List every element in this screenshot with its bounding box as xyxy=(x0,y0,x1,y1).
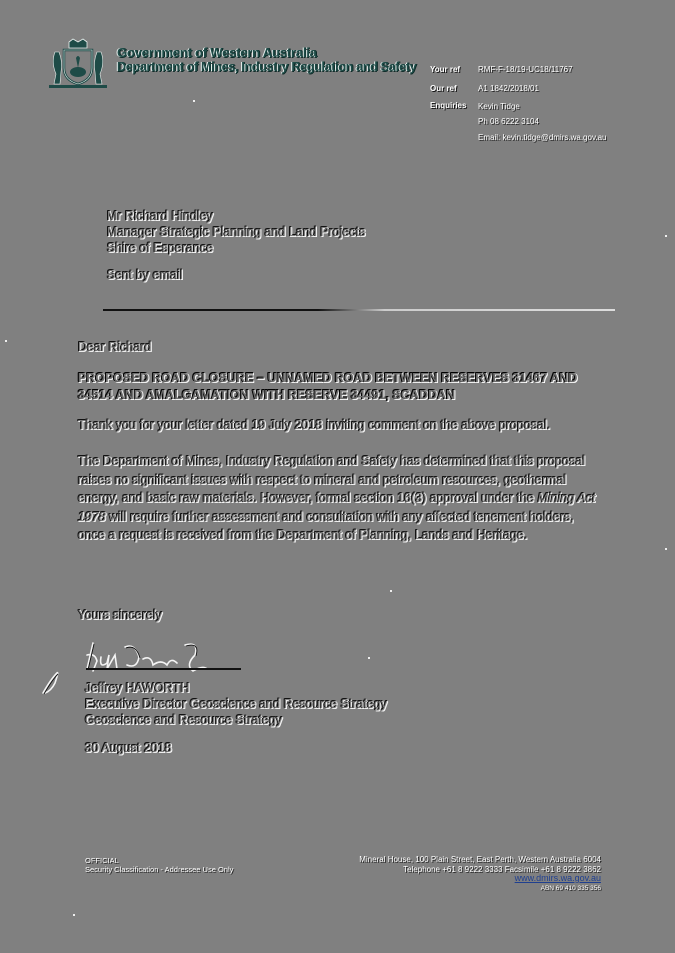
website-link[interactable]: www.dmirs.wa.gov.au xyxy=(514,873,601,883)
enquiries-name: Kevin Tidge xyxy=(478,102,520,111)
recipient-organisation: Shire of Esperance xyxy=(107,241,214,255)
recipient-address: Mr Richard Hindley Manager Strategic Pla… xyxy=(107,208,366,256)
security-classification: OFFICIAL Security Classification - Addre… xyxy=(85,856,255,874)
scan-artifact xyxy=(5,340,7,342)
footer-contact: Mineral House, 100 Plain Street, East Pe… xyxy=(359,855,601,893)
closing: Yours sincerely xyxy=(78,608,163,622)
scan-artifact xyxy=(390,590,392,592)
enquiries-email[interactable]: Email: kevin.tidge@dmirs.wa.gov.au xyxy=(478,133,607,142)
letter-date: 30 August 2018 xyxy=(85,741,172,755)
government-name: Government of Western Australia xyxy=(117,45,317,60)
paragraph-text: The Department of Mines, Industry Regula… xyxy=(78,454,586,505)
enquiries-label: Enquiries xyxy=(430,101,467,110)
abn: ABN 69 410 335 356 xyxy=(540,884,601,892)
handwritten-signature-icon xyxy=(35,635,255,700)
delivery-method: Sent by email xyxy=(107,268,183,282)
our-ref-label: Our ref xyxy=(430,84,457,93)
signatory-position: Executive Director Geoscience and Resour… xyxy=(85,697,388,711)
your-ref-label: Your ref xyxy=(430,65,461,74)
divider xyxy=(103,309,615,311)
scan-artifact xyxy=(665,235,667,237)
your-ref-value: RMF-F-18/19-UC18/11767 xyxy=(478,65,573,74)
paragraph-text: will require further assessment and cons… xyxy=(78,509,574,543)
enquiries-phone: Ph 08 6222 3104 xyxy=(478,117,539,126)
scan-artifact xyxy=(665,548,667,550)
body-paragraph-1: Thank you for your letter dated 19 July … xyxy=(78,418,551,432)
signature-line xyxy=(86,668,241,670)
department-name: Department of Mines, Industry Regulation… xyxy=(117,60,417,74)
signatory-division: Geoscience and Resource Strategy xyxy=(85,713,283,727)
signatory-block: Jeffrey HAWORTH Executive Director Geosc… xyxy=(85,680,387,728)
body-paragraph-2: The Department of Mines, Industry Regula… xyxy=(78,452,598,545)
recipient-name: Mr Richard Hindley xyxy=(107,209,214,223)
scan-artifact xyxy=(73,914,75,916)
scan-artifact xyxy=(193,100,195,102)
classification-label: OFFICIAL xyxy=(85,856,119,865)
our-ref-value: A1 1842/2018/01 xyxy=(478,84,539,93)
wa-coat-of-arms-icon xyxy=(47,38,109,90)
classification-text: Security Classification - Addressee Use … xyxy=(85,865,234,874)
act-name: Mining Act 1978 xyxy=(78,491,596,524)
footer-address: Mineral House, 100 Plain Street, East Pe… xyxy=(359,855,601,864)
scan-artifact xyxy=(368,657,370,659)
salutation: Dear Richard xyxy=(78,340,152,354)
letter-subject: PROPOSED ROAD CLOSURE – UNNAMED ROAD BET… xyxy=(78,371,578,402)
signatory-name: Jeffrey HAWORTH xyxy=(85,681,190,695)
recipient-title: Manager Strategic Planning and Land Proj… xyxy=(107,225,366,239)
footer-phone: Telephone +61 8 9222 3333 Facsimile +61 … xyxy=(403,864,601,874)
